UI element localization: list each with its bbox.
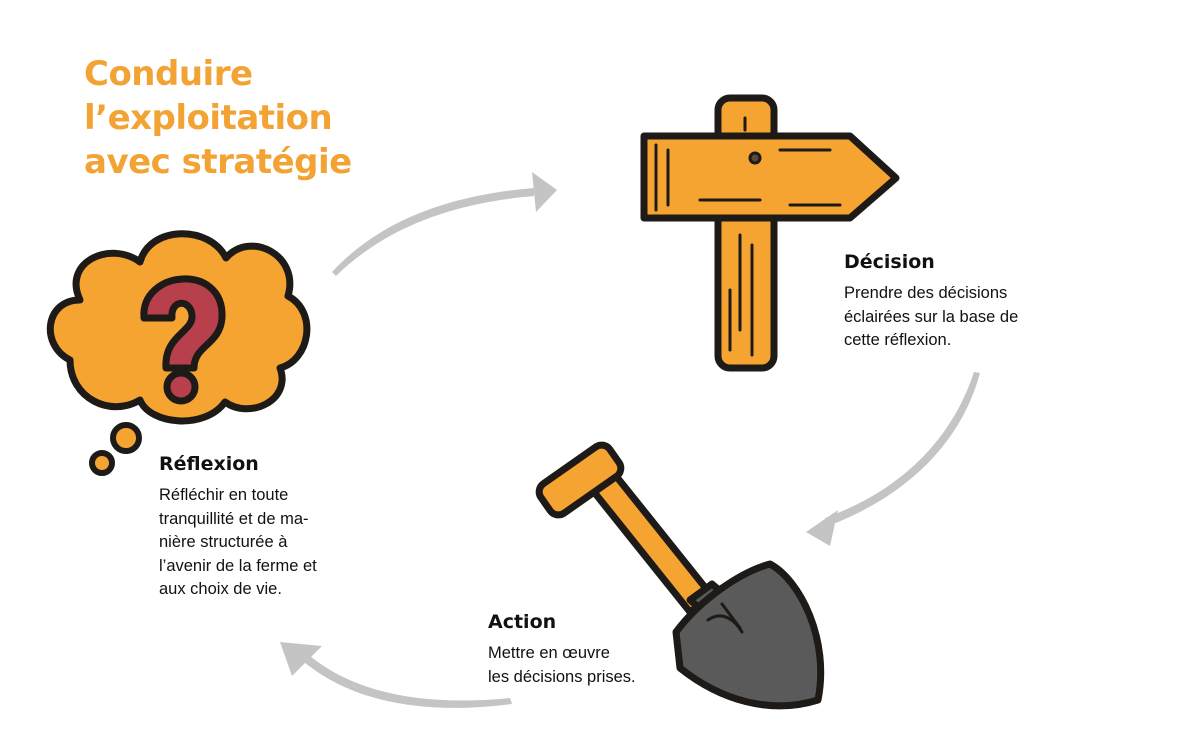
arrow-reflexion-to-decision [332,172,557,276]
description-line: tranquillité et de ma- [159,509,309,528]
step-heading: Action [488,611,557,633]
description-line: Prendre des décisions [844,284,1008,302]
description-line: l’avenir de la ferme et [159,556,317,575]
step-action: Action Mettre en œuvre les décisions pri… [488,610,636,689]
title-line: l’exploitation [84,98,333,138]
description-line: éclairées sur la base de [844,307,1019,326]
description-line: nière structurée à [159,533,288,551]
title-line: Conduire [84,54,253,94]
arrow-action-to-reflexion [280,642,512,708]
description-line: Mettre en œuvre [488,644,610,662]
arrow-decision-to-action [806,372,980,546]
question-thought-bubble-icon [46,230,311,476]
step-reflexion: Réflexion Réfléchir en toute tranquillit… [159,452,317,602]
shovel-icon [535,441,825,710]
step-description: Réfléchir en toute tranquillité et de ma… [159,484,317,602]
step-heading: Réflexion [159,453,259,475]
step-description: Prendre des décisions éclairées sur la b… [844,282,1018,353]
title-line: avec stratégie [84,142,352,182]
step-heading: Décision [844,251,935,273]
page-title: Conduire l’exploitation avec stratégie [84,52,444,184]
step-decision: Décision Prendre des décisions éclairées… [844,250,1018,353]
description-line: cette réflexion. [844,331,952,349]
description-line: aux choix de vie. [159,580,282,598]
signpost-icon [640,94,900,372]
description-line: les décisions prises. [488,667,636,686]
description-line: Réfléchir en toute [159,486,289,504]
step-description: Mettre en œuvre les décisions prises. [488,642,636,689]
